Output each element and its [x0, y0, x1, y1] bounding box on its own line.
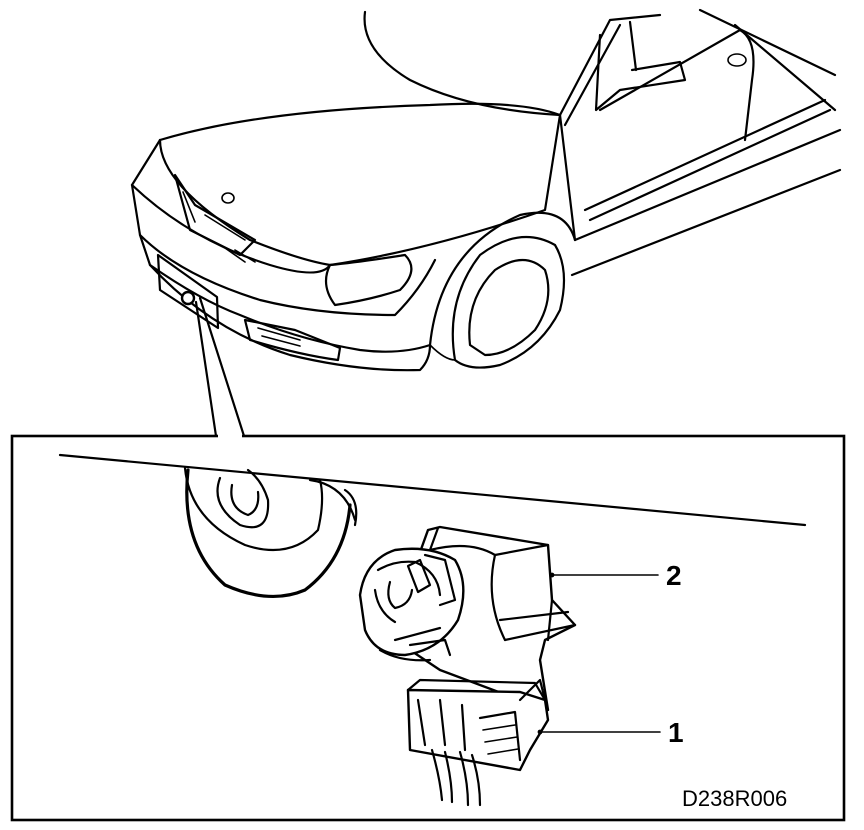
connector [406, 678, 550, 807]
figure-code: D238R006 [682, 786, 787, 811]
detail-box: 2 1 D238R006 [10, 434, 846, 822]
car-illustration [130, 8, 842, 438]
wheel-detail [183, 466, 358, 598]
callout-2: 2 [549, 560, 682, 591]
callout-1: 1 [537, 717, 684, 748]
callout-label-2: 2 [666, 560, 682, 591]
callout-label-1: 1 [668, 717, 684, 748]
sensor-housing [358, 525, 577, 712]
